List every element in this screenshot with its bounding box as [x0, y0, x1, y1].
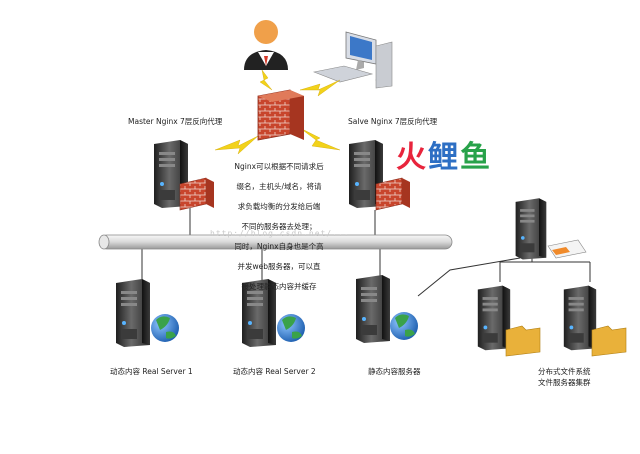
file-server-1-icon [477, 285, 541, 357]
dfs-label-line2: 文件服务器集群 [538, 378, 591, 387]
static-server-icon [356, 275, 418, 343]
network-bus [98, 234, 453, 250]
faint-url-watermark: http://blog.csdn.net/... [210, 229, 350, 238]
dfs-label-line1: 分布式文件系统 [538, 367, 591, 376]
dfs-master-server-icon [515, 198, 587, 260]
watermark-char-2: 鲤 [428, 140, 460, 175]
watermark-char-1: 火 [396, 140, 428, 175]
note-line: 缀名，主机头/域名，将请 [236, 182, 322, 191]
note-line: Nginx可以根据不同请求后 [234, 162, 324, 171]
master-server-icon [154, 140, 214, 211]
slave-server-icon [349, 140, 410, 211]
real-server-1-label: 动态内容 Real Server 1 [110, 367, 193, 376]
master-nginx-label: Master Nginx 7层反向代理 [128, 117, 223, 126]
nginx-description-note: Nginx可以根据不同请求后 缀名，主机头/域名，将请 求负载均衡的分发给后端 … [230, 152, 328, 302]
note-line: 求负载均衡的分发给后端 [237, 202, 321, 211]
connection-lines [141, 205, 591, 297]
real-server-1-icon [116, 279, 179, 347]
static-server-label: 静态内容服务器 [368, 367, 421, 376]
real-server-2-label: 动态内容 Real Server 2 [233, 367, 316, 376]
note-line: 接处理静态内容并缓存 [241, 282, 317, 291]
slave-nginx-label: Salve Nginx 7层反向代理 [348, 117, 438, 126]
file-server-2-icon [563, 285, 627, 357]
real-server-2-icon [242, 279, 305, 347]
note-line: 同时，Nginx自身也是个高 [234, 242, 324, 251]
note-line: 不同的服务器去处理； [241, 222, 317, 231]
brand-watermark: 火鲤鱼 [396, 132, 492, 176]
watermark-char-3: 鱼 [460, 140, 492, 175]
user-icon [244, 20, 288, 70]
firewall-icon [257, 89, 304, 141]
computer-icon [312, 31, 393, 89]
note-line: 并发web服务器，可以直 [237, 262, 321, 271]
